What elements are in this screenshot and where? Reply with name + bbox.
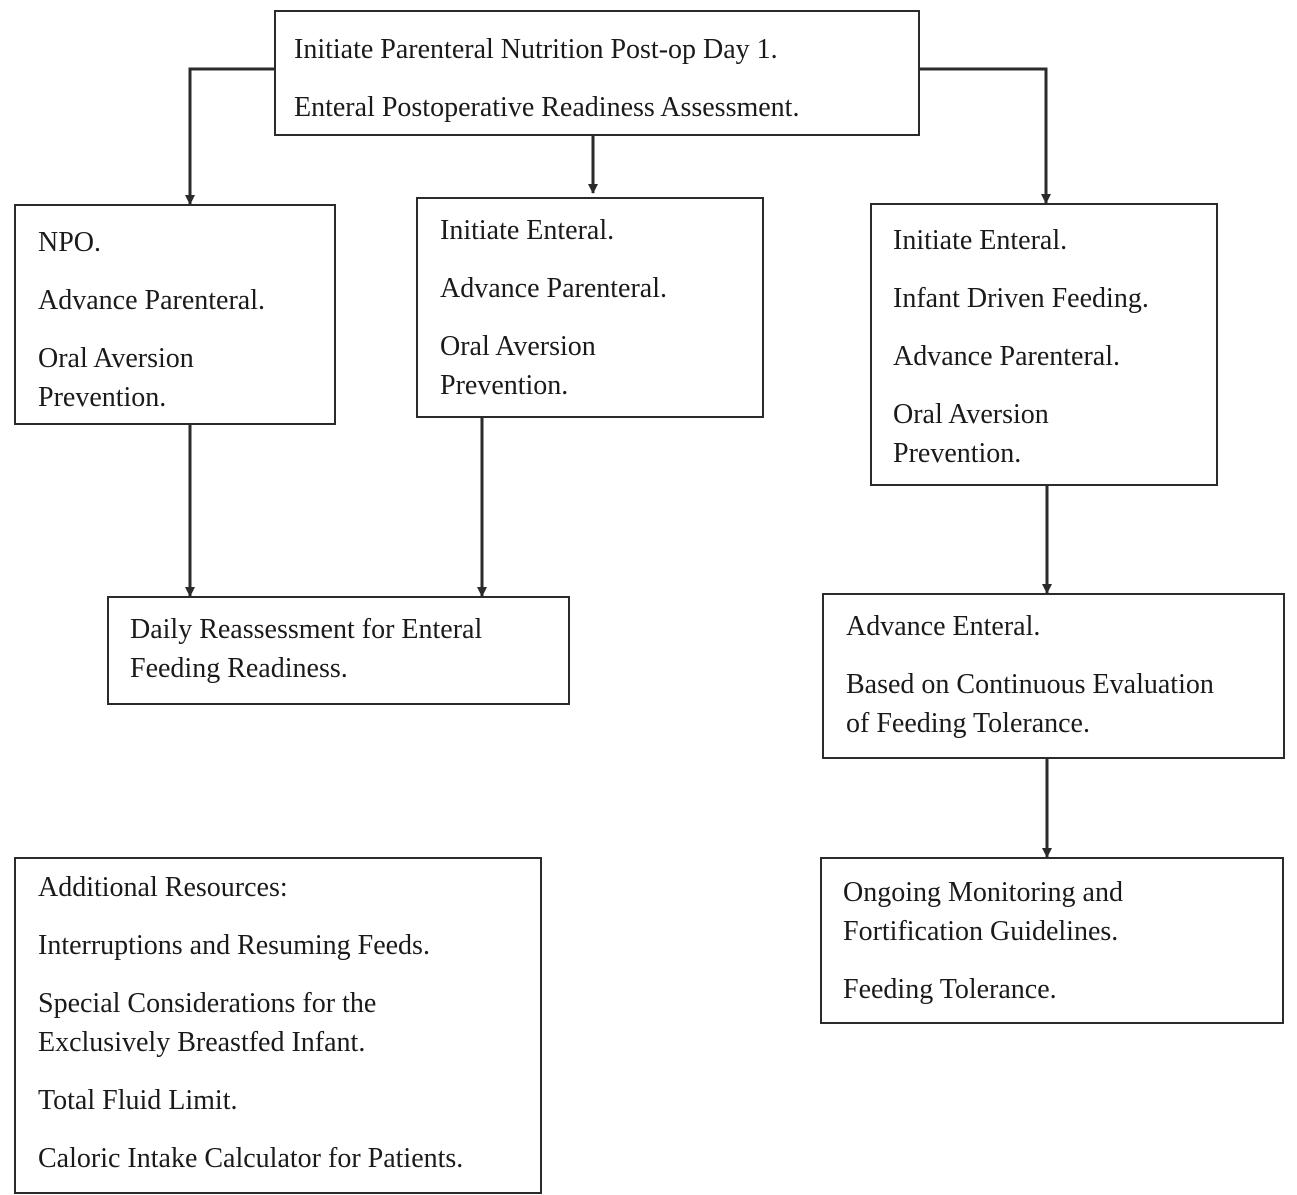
- resource-item-fluid-limit: Total Fluid Limit.: [38, 1085, 238, 1116]
- ongoing-line-2: Feeding Tolerance.: [843, 974, 1057, 1005]
- box-initiate-enteral-center: Initiate Enteral. Advance Parenteral. Or…: [416, 197, 764, 418]
- arrow-top-to-right: [920, 67, 1051, 204]
- box-initiate-parenteral: Initiate Parenteral Nutrition Post-op Da…: [274, 10, 920, 136]
- center-line-2: Advance Parenteral.: [440, 273, 667, 304]
- arrow-top-to-left: [185, 67, 274, 205]
- resource-item-interruptions: Interruptions and Resuming Feeds.: [38, 930, 430, 961]
- resources-heading: Additional Resources:: [38, 872, 288, 903]
- box-advance-enteral: Advance Enteral. Based on Continuous Eva…: [822, 593, 1285, 759]
- box-additional-resources: Additional Resources: Interruptions and …: [14, 857, 542, 1194]
- right-line-1: Initiate Enteral.: [893, 225, 1068, 256]
- right-line-2: Infant Driven Feeding.: [893, 283, 1149, 314]
- top-line-1: Initiate Parenteral Nutrition Post-op Da…: [294, 34, 778, 65]
- box-initiate-enteral-right: Initiate Enteral. Infant Driven Feeding.…: [870, 203, 1218, 486]
- right-line-3: Advance Parenteral.: [893, 341, 1120, 372]
- top-line-2: Enteral Postoperative Readiness Assessme…: [294, 92, 800, 123]
- advance-line-1: Advance Enteral.: [846, 611, 1041, 642]
- center-line-1: Initiate Enteral.: [440, 215, 615, 246]
- resource-item-caloric-calculator: Caloric Intake Calculator for Patients.: [38, 1143, 464, 1174]
- left-line-1: NPO.: [38, 227, 102, 258]
- left-line-2: Advance Parenteral.: [38, 285, 265, 316]
